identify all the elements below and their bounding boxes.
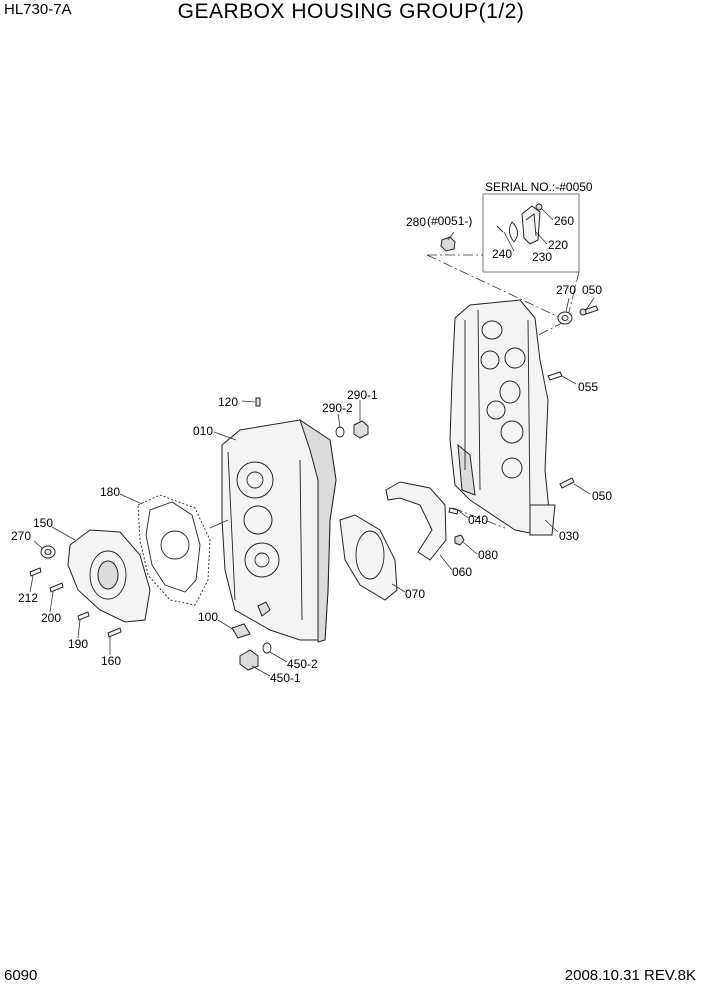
callout-260: 260: [554, 214, 574, 228]
part-070-plate: [339, 514, 398, 601]
part-055-bolt: [547, 371, 563, 381]
callout-060: 060: [452, 565, 472, 579]
callout-230: 230: [532, 250, 552, 264]
callout-270-upper: 270: [556, 283, 576, 297]
callout-450-1: 450-1: [270, 671, 301, 685]
callout-070: 070: [405, 587, 425, 601]
revision-date: 2008.10.31 REV.8K: [564, 967, 696, 984]
part-270-050-upper: [557, 305, 599, 325]
part-010-main-housing: [221, 418, 337, 643]
callout-180: 180: [100, 485, 120, 499]
part-120-breather: [255, 397, 261, 407]
part-040-pin: [448, 507, 459, 515]
callout-150: 150: [33, 516, 53, 530]
callout-270-left: 270: [11, 529, 31, 543]
part-100-450-items: [231, 623, 272, 671]
callout-212: 212: [18, 591, 38, 605]
callout-080: 080: [478, 548, 498, 562]
part-050-bolt-lower: [559, 477, 575, 489]
callout-010: 010: [193, 424, 213, 438]
page-title: GEARBOX HOUSING GROUP(1/2): [177, 0, 525, 23]
callout-050-upper: 050: [582, 283, 602, 297]
part-080-nut: [454, 534, 465, 546]
part-150-front-cover: [67, 529, 151, 623]
part-290-plug-oring: [335, 420, 369, 439]
leader-lines: [29, 207, 595, 677]
model-code: HL730-7A: [4, 1, 72, 18]
callout-040: 040: [468, 513, 488, 527]
callout-290-1: 290-1: [347, 388, 378, 402]
callout-labels: 280 (#0051-) 260 220 240 230 270 050 055…: [11, 214, 612, 685]
serial-inset-box: SERIAL NO.:-#0050: [482, 180, 593, 273]
callout-450-2: 450-2: [287, 657, 318, 671]
callout-190: 190: [68, 637, 88, 651]
callout-290-2: 290-2: [322, 401, 353, 415]
callout-220: 220: [548, 238, 568, 252]
callout-100: 100: [198, 610, 218, 624]
callout-240: 240: [492, 247, 512, 261]
part-030-rear-housing: [449, 299, 556, 536]
callout-200: 200: [41, 611, 61, 625]
callout-030: 030: [559, 529, 579, 543]
part-280-nut: [440, 236, 456, 252]
callout-280: 280: [406, 215, 426, 229]
callout-050-lower: 050: [592, 489, 612, 503]
serial-box-title: SERIAL NO.:-#0050: [485, 180, 593, 194]
part-060-cover: [385, 481, 447, 561]
callout-055: 055: [578, 380, 598, 394]
callout-280-note: (#0051-): [427, 214, 472, 228]
page-number: 6090: [4, 967, 38, 984]
callout-120: 120: [218, 395, 238, 409]
callout-160: 160: [101, 654, 121, 668]
part-left-bolts-washer: [29, 545, 122, 638]
part-180-gasket: [137, 494, 211, 606]
